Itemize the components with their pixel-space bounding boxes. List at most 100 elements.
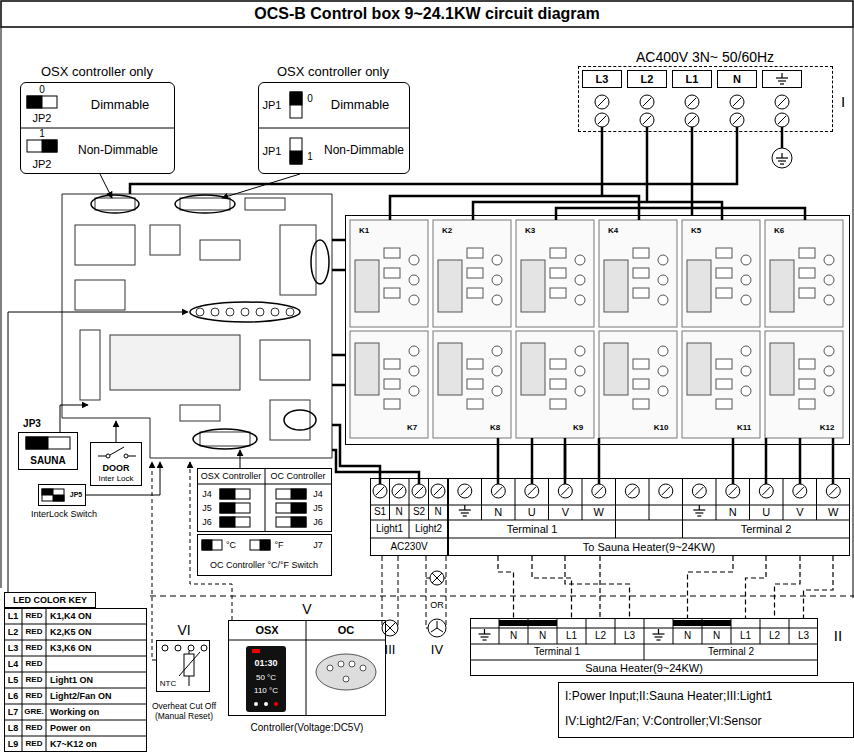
node-text: Terminal 2 bbox=[708, 646, 754, 658]
relay-module bbox=[765, 331, 843, 438]
node-text: RED bbox=[26, 659, 43, 668]
lamp-symbol bbox=[382, 556, 398, 628]
node-text: °F bbox=[274, 540, 283, 550]
controller-display bbox=[349, 661, 355, 667]
node-text: K7~K12 on bbox=[50, 739, 97, 749]
node-text: L3 bbox=[8, 643, 19, 653]
controller-display bbox=[246, 646, 286, 712]
node-text: 1 bbox=[307, 151, 313, 163]
node-text: L5 bbox=[8, 675, 19, 685]
callout-label: IV bbox=[431, 643, 443, 658]
terminal-screw bbox=[491, 484, 505, 498]
node-text: 01:30 bbox=[254, 658, 277, 668]
node-text: Terminal 2 bbox=[741, 523, 792, 536]
jumper-switch bbox=[260, 540, 270, 550]
node-text: K12 bbox=[820, 423, 835, 432]
ground-symbol bbox=[459, 73, 792, 640]
door-interlock: DOORInter Lock bbox=[88, 440, 144, 488]
power-wire bbox=[332, 425, 380, 484]
highlight-ring bbox=[311, 240, 329, 284]
ground-symbol bbox=[459, 505, 471, 516]
control-board bbox=[180, 405, 220, 421]
sensor-symbol bbox=[188, 645, 194, 651]
door-switch-symbol bbox=[106, 454, 110, 458]
heater-wire bbox=[804, 556, 834, 618]
control-board bbox=[260, 340, 310, 380]
node-text: K7 bbox=[407, 423, 417, 432]
node-text: To Sauna Heater(9~24KW) bbox=[583, 541, 715, 554]
control-board bbox=[75, 280, 125, 310]
box-outline bbox=[578, 66, 833, 132]
control-board bbox=[196, 308, 204, 316]
jumper-switch bbox=[290, 151, 302, 164]
node-text: LED COLOR KEY bbox=[13, 595, 87, 605]
cell-grid bbox=[197, 468, 332, 532]
node-text: 0 bbox=[39, 84, 45, 96]
node-text: RED bbox=[26, 643, 43, 652]
heater-terminal: NNL1L2L3Terminal 1NNL1L2L3Terminal 2Saun… bbox=[468, 618, 852, 678]
control-board bbox=[271, 308, 279, 316]
dip-switch-box: OSX ControllerOC ControllerJ4J5J6J4J5J6°… bbox=[195, 466, 335, 578]
box-outline bbox=[228, 620, 386, 716]
node-text: L2 bbox=[8, 627, 19, 637]
highlight-ring bbox=[284, 410, 316, 430]
box-outline bbox=[258, 82, 410, 174]
node-text: Light1 bbox=[376, 523, 403, 535]
node-text: JP2 bbox=[33, 158, 52, 171]
node-text: OSX bbox=[255, 624, 278, 637]
node-text: Dimmable bbox=[91, 98, 150, 113]
lamp-symbol bbox=[382, 556, 446, 637]
node-text: OSX controller only bbox=[41, 65, 153, 80]
node-text: AC400V 3N~ 50/60Hz bbox=[636, 49, 774, 65]
jumper-switch bbox=[220, 517, 235, 527]
jumper-switch bbox=[27, 96, 42, 108]
terminal-screw bbox=[685, 113, 699, 127]
node-text: VI bbox=[177, 622, 190, 638]
node-text: L2 bbox=[641, 73, 654, 86]
node-text: U bbox=[762, 506, 770, 519]
terminal-screw bbox=[730, 113, 744, 127]
node-text: Dimmable bbox=[331, 98, 390, 113]
heater-output-terminal: NUVWTerminal 1NUVWTerminal 2To Sauna Hea… bbox=[448, 478, 850, 556]
diagram-title: OCS-B Control box 9~24.1KW circuit diagr… bbox=[254, 5, 599, 23]
node-text: °C bbox=[226, 540, 236, 550]
node-text: L9 bbox=[8, 739, 19, 749]
node-text: OSX Controller bbox=[201, 471, 262, 481]
terminal-screw bbox=[625, 484, 639, 498]
node-text: L4 bbox=[8, 659, 19, 669]
node-text: SAUNA bbox=[30, 455, 66, 467]
control-board bbox=[200, 240, 240, 260]
node-text: N bbox=[733, 73, 741, 86]
jumper-switch bbox=[42, 140, 57, 152]
node-text: RED bbox=[26, 675, 43, 684]
cell-grid bbox=[370, 478, 448, 538]
node-text: J6 bbox=[313, 517, 323, 527]
node-text: L2 bbox=[595, 630, 606, 642]
controller-box: VOSXOC01:3050 °C110 °CController(Voltage… bbox=[224, 598, 392, 740]
sensor-box: VINTCOverheat Cut Off (Manual Reset) bbox=[148, 620, 224, 728]
lamp-symbol bbox=[382, 620, 398, 636]
controller-display bbox=[252, 649, 260, 653]
controller-display bbox=[316, 654, 376, 690]
relay-module bbox=[599, 331, 677, 438]
terminal-screw bbox=[692, 484, 706, 498]
node-text: JP5 bbox=[70, 491, 82, 499]
leader-line bbox=[222, 174, 300, 198]
box-outline bbox=[762, 70, 802, 88]
node-text: V bbox=[302, 601, 311, 617]
highlight-ring bbox=[91, 195, 139, 213]
outer-frame bbox=[1, 1, 853, 598]
heater-wire bbox=[688, 556, 734, 618]
node-text: 50 °C bbox=[256, 673, 276, 682]
node-text: L3 bbox=[798, 630, 809, 642]
jumper-switch bbox=[220, 503, 235, 513]
node-text: L1 bbox=[566, 630, 577, 642]
node-text: Light2 bbox=[415, 523, 442, 535]
control-board bbox=[180, 198, 230, 210]
node-text: L1 bbox=[686, 73, 699, 86]
node-text: I bbox=[841, 93, 845, 110]
cell-grid bbox=[4, 608, 147, 752]
node-text: K11 bbox=[737, 423, 751, 432]
node-text: N bbox=[729, 506, 737, 519]
terminal-screw bbox=[373, 484, 387, 498]
